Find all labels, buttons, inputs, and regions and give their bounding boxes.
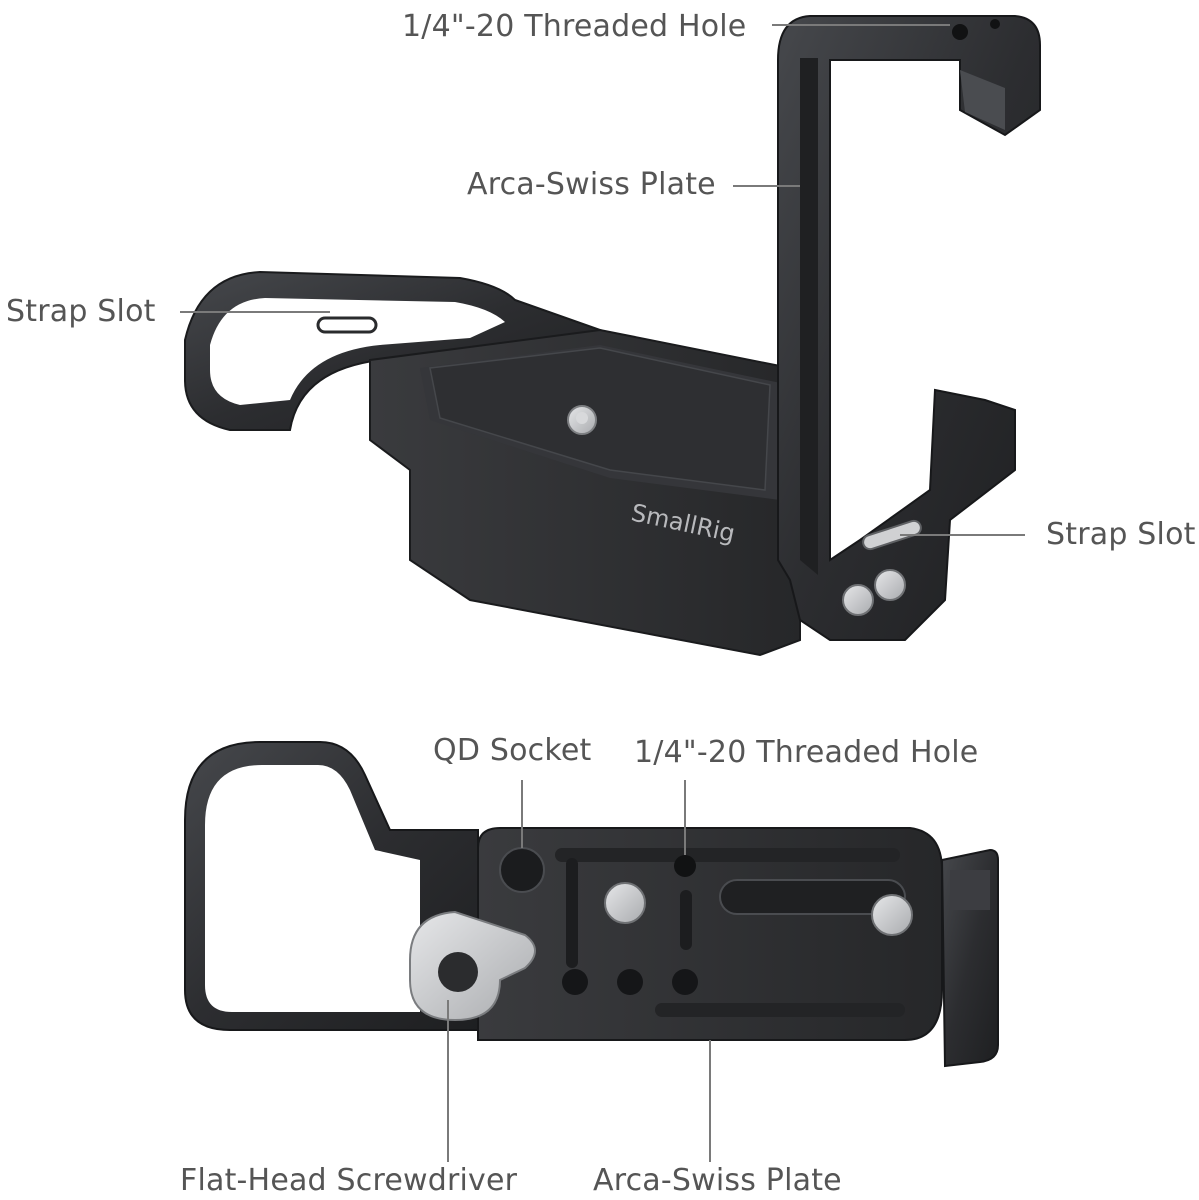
- hole-1: [562, 969, 588, 995]
- top-threaded-hole-2: [990, 19, 1000, 29]
- bracket-bolt-2: [874, 569, 906, 601]
- label-arca-plate-top: Arca-Swiss Plate: [467, 167, 716, 202]
- qd-socket: [499, 847, 545, 893]
- bottom-screw-2: [871, 894, 913, 936]
- bottom-grip-opening: [205, 765, 420, 1012]
- label-threaded-hole-top: 1/4"-20 Threaded Hole: [402, 9, 747, 44]
- groove-bottom: [655, 1003, 905, 1017]
- channel-2: [680, 890, 692, 950]
- bottom-screw-1: [604, 882, 646, 924]
- channel-1: [566, 858, 578, 968]
- hole-3: [672, 969, 698, 995]
- groove-top: [555, 848, 900, 862]
- vertical-arm-channel: [800, 58, 818, 575]
- l-bracket-bottom-view: [184, 741, 999, 1068]
- label-strap-slot-right: Strap Slot: [1046, 517, 1196, 552]
- hole-2: [617, 969, 643, 995]
- vertical-arm: [777, 15, 1041, 641]
- label-qd-socket: QD Socket: [433, 733, 592, 768]
- screwdriver-hole: [438, 952, 478, 992]
- strap-slot-left: [316, 316, 378, 334]
- groove-slot: [719, 879, 906, 915]
- knob-ridges: [950, 870, 990, 910]
- top-view-leaders: [180, 24, 1025, 536]
- top-threaded-hole: [952, 24, 968, 40]
- label-flat-head-screwdriver: Flat-Head Screwdriver: [180, 1163, 518, 1198]
- rubber-pad: [429, 347, 771, 491]
- grip-loop-opening: [210, 298, 505, 405]
- bottom-threaded-hole: [674, 855, 696, 877]
- top-hook: [960, 70, 1005, 130]
- bottom-view-leaders: [447, 780, 711, 1162]
- label-arca-plate-bottom: Arca-Swiss Plate: [593, 1163, 842, 1198]
- strap-slot-right: [862, 519, 922, 551]
- mounting-screw-thread: [576, 412, 588, 424]
- l-bracket-top-view: SmallRig: [184, 15, 1041, 657]
- bracket-bolt-1: [842, 584, 874, 616]
- label-threaded-hole-bottom: 1/4"-20 Threaded Hole: [634, 735, 979, 770]
- label-strap-slot-left: Strap Slot: [6, 294, 156, 329]
